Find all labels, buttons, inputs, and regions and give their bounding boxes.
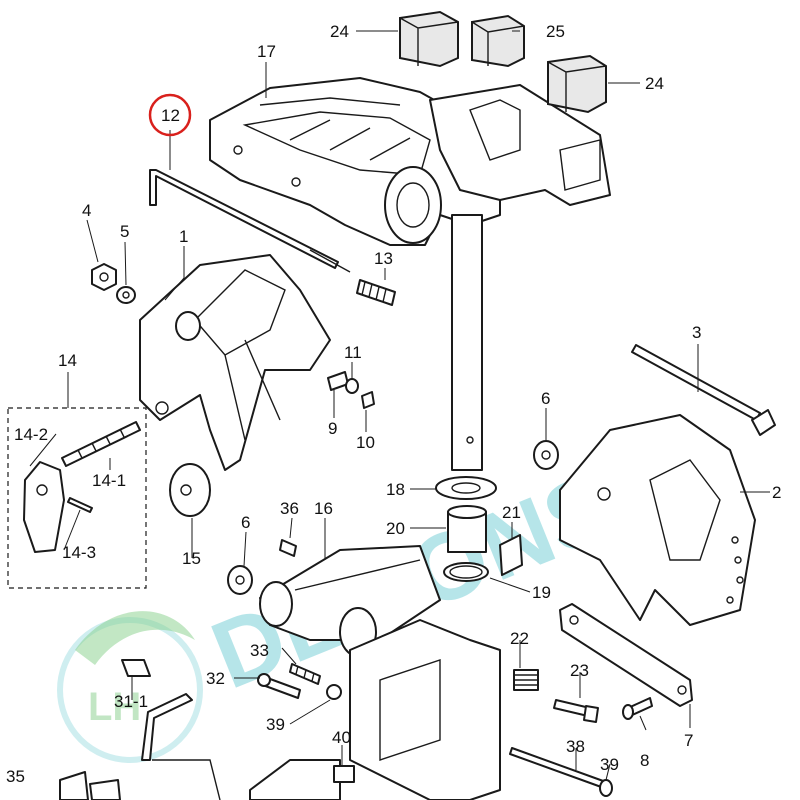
part-14-2-lever <box>23 461 65 553</box>
label-20: 20 <box>386 519 405 538</box>
part-1-clamp-bracket-left <box>139 254 331 471</box>
part-16-tilt-bracket <box>259 545 441 657</box>
part-7-plate <box>559 603 693 707</box>
part-20-bushing <box>447 505 487 553</box>
watermark-logo: LH <box>57 611 203 763</box>
label-21: 21 <box>502 503 521 522</box>
leader-lines <box>29 30 770 781</box>
part-38-rod <box>509 747 607 789</box>
label-17: 17 <box>257 42 276 61</box>
label-7: 7 <box>684 731 693 750</box>
label-18: 18 <box>386 480 405 499</box>
label-39-lower: 39 <box>600 755 619 774</box>
part-2-clamp-bracket-right <box>559 414 756 626</box>
part-39-clip-upper <box>326 684 342 700</box>
label-31-1: 31-1 <box>114 692 148 711</box>
part-21-clip <box>499 534 523 576</box>
label-10: 10 <box>356 433 375 452</box>
part-31-1-tilt-lever <box>121 659 221 800</box>
label-9: 9 <box>328 419 337 438</box>
label-32: 32 <box>206 669 225 688</box>
label-25: 25 <box>546 22 565 41</box>
part-25-damper-block <box>471 14 525 68</box>
part-6-washer-lower <box>227 565 253 595</box>
label-35: 35 <box>6 767 25 786</box>
lower-bracket <box>249 619 501 800</box>
label-38: 38 <box>566 737 585 756</box>
label-12: 12 <box>161 106 180 125</box>
part-32-pin <box>257 673 301 699</box>
label-33: 33 <box>250 641 269 660</box>
label-14-2: 14-2 <box>14 425 48 444</box>
label-8: 8 <box>640 751 649 770</box>
label-3: 3 <box>692 323 701 342</box>
part-35-handle <box>59 771 121 800</box>
label-36: 36 <box>280 499 299 518</box>
label-22: 22 <box>510 629 529 648</box>
part-23-bolt <box>553 699 599 723</box>
part-24-damper-block-right <box>547 54 607 114</box>
part-labels: 24 25 24 17 12 4 5 1 13 3 14 11 14-2 9 1… <box>6 22 781 786</box>
part-9-bolt <box>327 371 349 391</box>
part-36-grease-nipple <box>279 539 297 557</box>
part-15-plate <box>169 463 211 517</box>
label-19: 19 <box>532 583 551 602</box>
part-4-nut <box>91 263 117 291</box>
part-13-spring <box>356 279 396 306</box>
part-19-o-ring <box>443 562 489 582</box>
part-12-tilt-rod <box>149 169 351 273</box>
label-11: 11 <box>344 343 362 362</box>
part-33-spring <box>289 663 321 685</box>
upper-mount-arm <box>429 84 611 206</box>
label-14-3: 14-3 <box>62 543 96 562</box>
label-24-right: 24 <box>645 74 664 93</box>
label-40: 40 <box>332 728 351 747</box>
label-39-upper: 39 <box>266 715 285 734</box>
label-14-1: 14-1 <box>92 471 126 490</box>
part-40-spring <box>333 765 355 783</box>
label-4: 4 <box>82 201 91 220</box>
part-6-washer-upper <box>533 440 559 470</box>
part-8-screw <box>622 697 653 720</box>
label-15: 15 <box>182 549 201 568</box>
label-23: 23 <box>570 661 589 680</box>
label-13: 13 <box>374 249 393 268</box>
part-12-highlight-circle <box>148 93 192 137</box>
label-14: 14 <box>58 351 77 370</box>
part-14-group <box>7 407 147 589</box>
label-1: 1 <box>179 227 188 246</box>
part-39-clip-lower <box>599 779 613 797</box>
part-3-through-bolt <box>631 344 776 436</box>
part-22-spring <box>513 669 539 691</box>
part-5-washer <box>116 286 136 304</box>
label-2: 2 <box>772 483 781 502</box>
part-14-1-screw <box>61 421 141 467</box>
part-24-damper-block-left <box>399 10 459 68</box>
label-6-lower: 6 <box>241 513 250 532</box>
label-6-upper: 6 <box>541 389 550 408</box>
steering-shaft <box>451 214 483 471</box>
part-11-washer <box>345 378 359 394</box>
label-5: 5 <box>120 222 129 241</box>
part-18-bushing-collar <box>435 476 497 500</box>
part-10-screw <box>361 391 375 409</box>
label-24-left: 24 <box>330 22 349 41</box>
part-14-3-pin <box>67 497 93 513</box>
label-16: 16 <box>314 499 333 518</box>
